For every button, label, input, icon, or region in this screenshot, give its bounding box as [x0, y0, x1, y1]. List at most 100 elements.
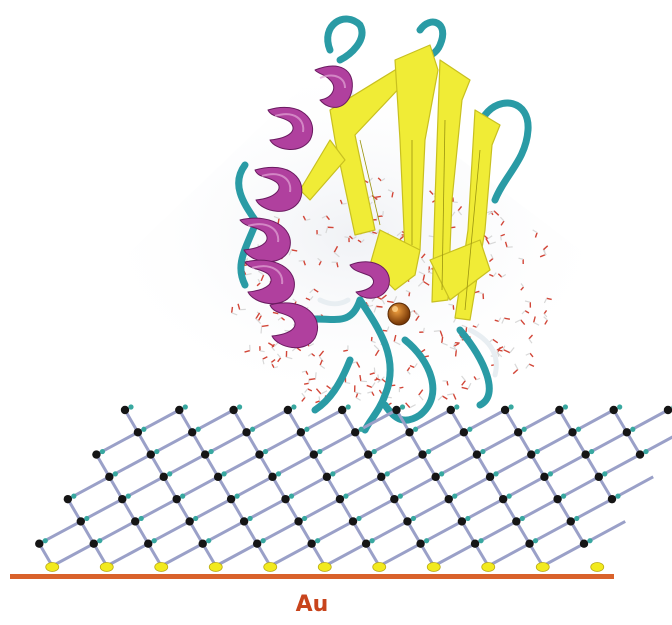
water-molecule [528, 334, 534, 344]
lattice-h-atom [480, 448, 486, 455]
lattice-atom [242, 428, 251, 437]
lattice-h-atom [467, 426, 473, 432]
lattice-atom [198, 539, 207, 548]
lattice-h-atom [301, 515, 308, 522]
lattice-atom [364, 450, 373, 459]
lattice-atom [498, 494, 508, 504]
water-molecule [302, 215, 311, 221]
water-molecule [319, 359, 326, 369]
lattice-sheet-icon [35, 404, 672, 568]
lattice-atom [226, 494, 236, 504]
lattice-h-atom [371, 448, 377, 455]
lattice-h-atom [560, 493, 567, 499]
water-molecule [494, 317, 502, 322]
lattice-atom [403, 517, 412, 526]
lattice-atom [200, 450, 210, 459]
lattice-atom [307, 539, 316, 548]
water-molecule [255, 312, 262, 325]
lattice-atom [63, 494, 73, 504]
water-molecule [387, 189, 394, 198]
water-molecule [441, 336, 448, 346]
water-molecule [288, 249, 298, 256]
water-molecule [304, 388, 313, 393]
water-molecule [405, 402, 416, 409]
lattice-h-atom [71, 493, 77, 499]
lattice-h-atom [399, 404, 406, 410]
lattice-h-atom [575, 426, 582, 432]
lattice-atom [120, 405, 130, 415]
water-molecule [457, 205, 463, 216]
lattice-h-atom [141, 426, 147, 432]
lattice-atom [188, 428, 197, 437]
gold-atom [99, 562, 114, 572]
gold-atom [426, 562, 441, 572]
lattice-atom [635, 450, 645, 459]
gold-surface-icon [10, 562, 614, 579]
lattice-h-atom [521, 426, 527, 432]
lattice-atom [377, 472, 386, 482]
water-molecule [525, 352, 534, 358]
lattice-atom [444, 494, 453, 504]
water-molecule [512, 363, 519, 375]
lattice-h-atom [262, 448, 269, 455]
lattice-h-atom [356, 515, 362, 522]
lattice-atom [553, 494, 562, 504]
lattice-h-atom [343, 493, 349, 499]
water-molecule [489, 272, 497, 277]
lattice-atom [607, 494, 617, 504]
lattice-h-atom [547, 471, 554, 477]
gold-atoms [45, 562, 605, 572]
substrate-label: Au [295, 592, 329, 617]
water-molecule [321, 215, 330, 221]
water-molecule [382, 326, 390, 332]
water-molecule [285, 351, 293, 360]
gold-atom [317, 562, 332, 572]
lattice-h-atom [454, 404, 460, 410]
water-molecule [369, 367, 376, 376]
water-molecule [262, 356, 268, 365]
water-molecule [373, 344, 380, 357]
water-molecule [349, 235, 357, 240]
lattice-atom [361, 539, 371, 548]
water-molecule [359, 374, 368, 383]
lattice-h-atom [97, 538, 103, 544]
lattice-atom [579, 539, 589, 548]
lattice-atom [405, 428, 414, 437]
water-molecule [309, 288, 319, 294]
gold-atom [208, 562, 223, 572]
gold-surface-line [10, 574, 614, 579]
water-molecule [417, 280, 430, 287]
water-molecule [301, 370, 309, 375]
lattice-atom [175, 405, 184, 415]
lattice-atom [268, 472, 277, 482]
water-molecule [442, 380, 449, 386]
lattice-atom [229, 405, 238, 415]
lattice-atom [581, 450, 590, 459]
water-molecule [366, 382, 376, 388]
lattice-atom [459, 428, 469, 437]
water-molecule [448, 303, 455, 310]
lattice-atom [296, 428, 306, 437]
lattice-atom [350, 428, 360, 437]
lattice-atom [146, 450, 155, 459]
lattice-h-atom [304, 426, 310, 432]
lattice-atom [133, 428, 143, 437]
water-molecule [398, 386, 404, 393]
water-molecule [488, 210, 500, 216]
water-molecule [343, 345, 349, 352]
lattice-h-atom [99, 448, 106, 455]
lattice-h-atom [154, 448, 160, 455]
lattice-h-atom [291, 404, 297, 410]
water-molecule [353, 385, 362, 395]
lattice-h-atom [275, 471, 282, 477]
water-molecule [344, 236, 350, 243]
water-molecule [409, 363, 418, 369]
water-molecule [405, 289, 411, 297]
lattice-h-atom [180, 493, 186, 499]
lattice-h-atom [128, 404, 134, 410]
lattice-h-atom [151, 538, 157, 544]
lattice-atom [555, 405, 564, 415]
lattice-h-atom [465, 515, 471, 522]
water-molecule [298, 259, 306, 266]
lattice-h-atom [182, 404, 188, 410]
